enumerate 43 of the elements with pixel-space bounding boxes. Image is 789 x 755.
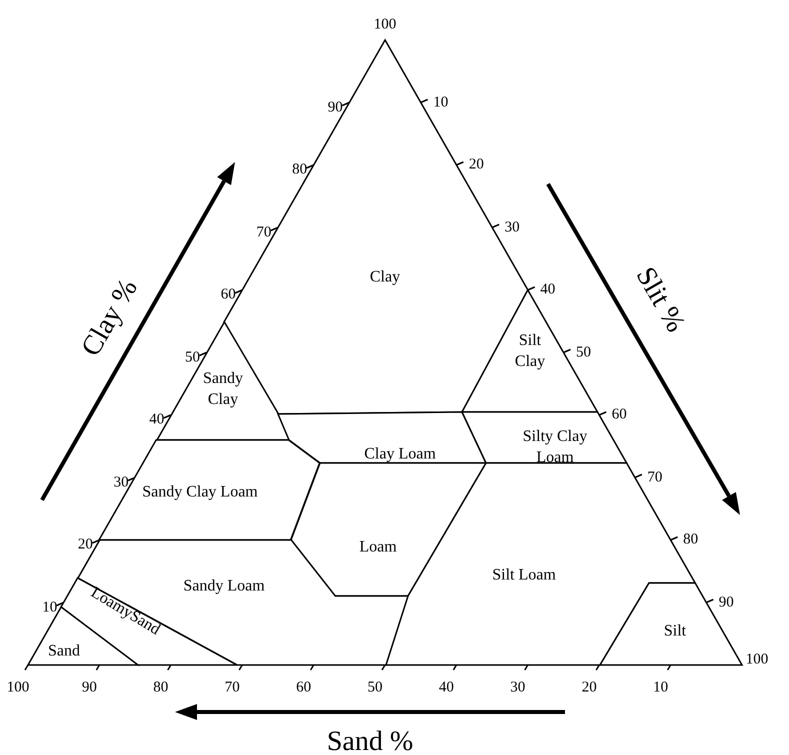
tick-label: 10: [653, 680, 668, 696]
tick-label: 60: [220, 286, 236, 304]
tick-label: 100: [6, 680, 30, 696]
axis-title: Sand %: [326, 726, 414, 755]
region-label: Silt: [664, 622, 686, 642]
tick-label: 10: [42, 599, 58, 616]
tick-label: 10: [433, 94, 448, 111]
tick-label: 20: [468, 156, 484, 174]
tick-label: 70: [256, 224, 272, 241]
region-label: Sand: [48, 642, 80, 662]
region-label: Silt Loam: [492, 566, 556, 586]
tick-label: 30: [504, 219, 520, 236]
tick-label: 50: [368, 680, 382, 696]
tick-label: 70: [647, 469, 662, 486]
tick-label: 20: [582, 680, 597, 696]
tick-label: 30: [114, 474, 129, 491]
region-label: Silty Clay Loam: [522, 427, 588, 468]
tick-label: 50: [185, 349, 200, 366]
region-label: Sandy Clay Loam: [142, 482, 258, 503]
tick-label: 100: [746, 652, 768, 668]
tick-label: 80: [683, 532, 698, 548]
tick-label: 90: [328, 99, 343, 116]
axis-title: Slit %: [628, 262, 692, 338]
region-label: Sandy Clay: [202, 369, 244, 410]
tick-label: 40: [149, 412, 164, 428]
region-label: Silt Clay: [514, 331, 546, 372]
tick-label: 30: [510, 680, 526, 696]
tick-label: 90: [82, 680, 97, 696]
tick-label: 60: [612, 406, 627, 424]
tick-label: 60: [296, 680, 312, 696]
region-label: Loam: [359, 538, 397, 558]
region-label: Sandy Loam: [183, 576, 265, 597]
tick-label: 80: [292, 162, 308, 178]
tick-label: 20: [78, 536, 93, 554]
region-label: Clay Loam: [364, 444, 436, 465]
tick-label: 90: [718, 594, 734, 611]
tick-label: 40: [540, 282, 556, 298]
tick-label: 50: [576, 344, 591, 361]
tick-label: 100: [374, 16, 396, 34]
tick-label: 70: [224, 680, 240, 696]
tick-label: 80: [153, 680, 168, 696]
region-label: Clay: [370, 268, 400, 288]
tick-label: 40: [438, 680, 454, 696]
